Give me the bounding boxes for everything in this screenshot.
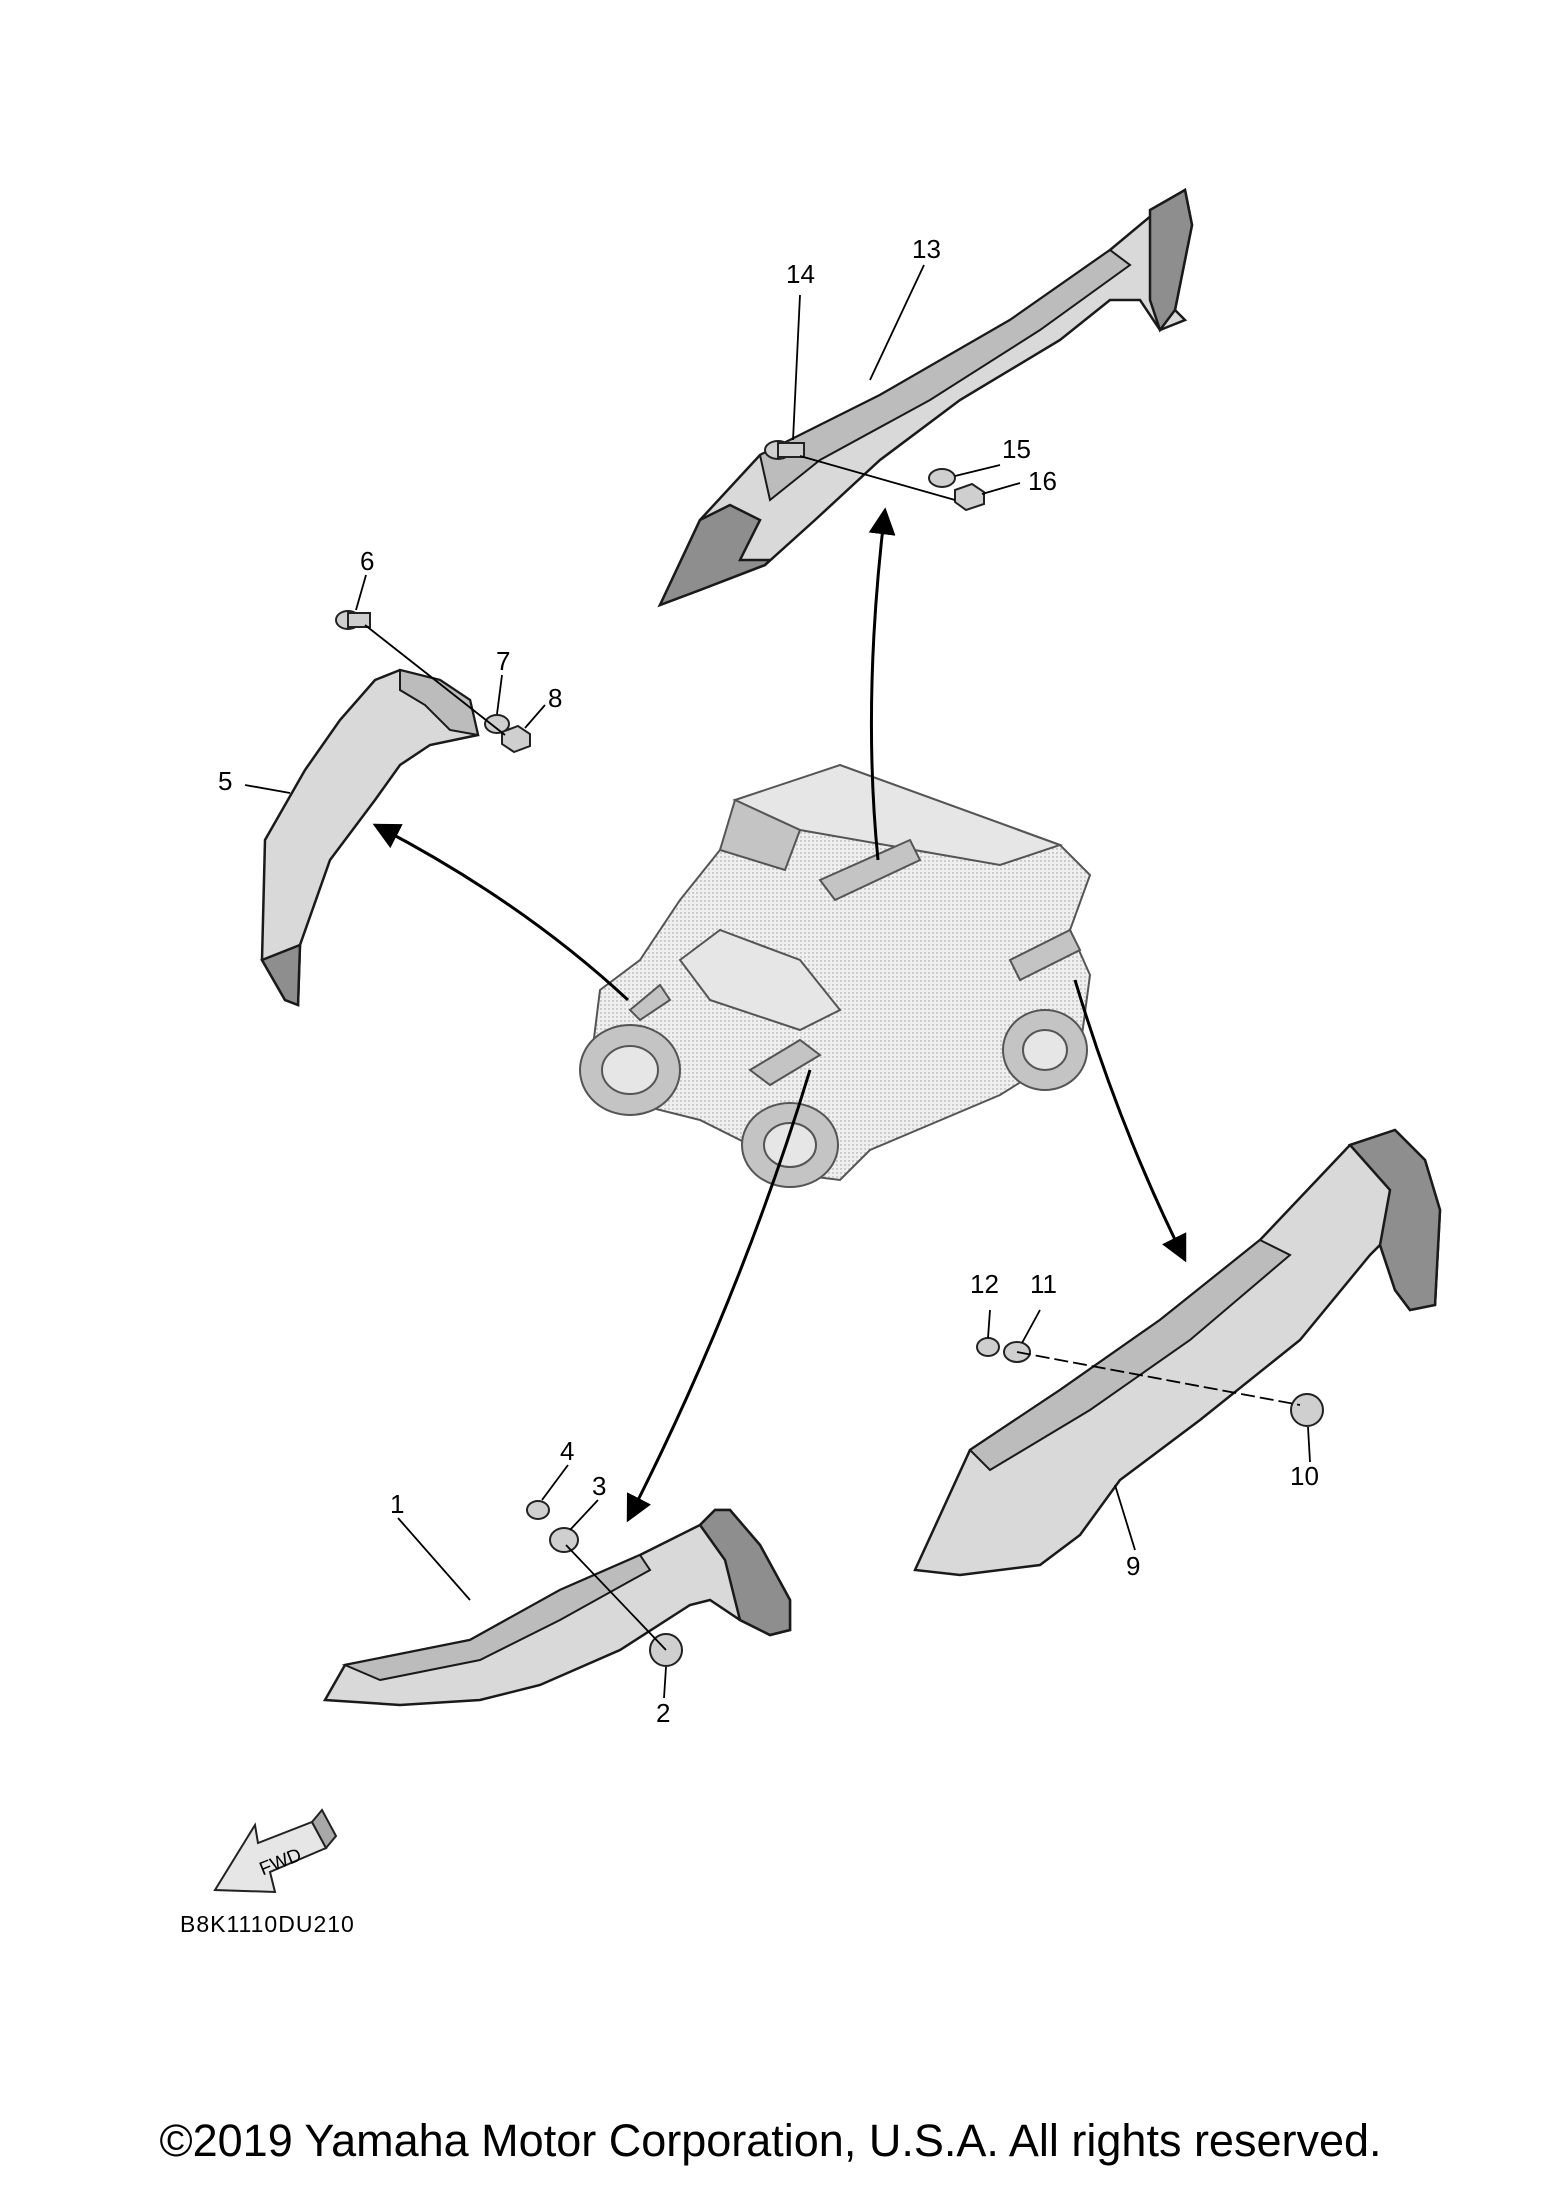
callout-5: 5 — [218, 766, 232, 796]
part-12-washer — [976, 1337, 1000, 1357]
part-15-washer — [928, 468, 956, 488]
part-5-front-fender-flare — [260, 668, 480, 1007]
callout-16: 16 — [1028, 466, 1057, 496]
callout-9: 9 — [1126, 1551, 1140, 1581]
fwd-arrow-icon: FWD — [213, 1808, 338, 1894]
callout-15: 15 — [1002, 434, 1031, 464]
part-13-rear-fender-flare — [657, 187, 1194, 608]
callout-4: 4 — [560, 1436, 574, 1466]
copyright-notice: ©2019 Yamaha Motor Corporation, U.S.A. A… — [159, 2115, 1382, 2166]
callout-7: 7 — [496, 646, 510, 676]
part-1-front-fender-flare — [322, 1508, 792, 1707]
part-9-rear-fender-flare — [913, 1128, 1442, 1577]
part-8-nut — [501, 724, 531, 754]
callout-6: 6 — [360, 546, 374, 576]
callout-8: 8 — [548, 683, 562, 713]
part-6-bolt — [335, 610, 371, 630]
callout-3: 3 — [592, 1471, 606, 1501]
callout-13: 13 — [912, 234, 941, 264]
part-7-washer — [484, 714, 510, 734]
part-4-washer — [526, 1500, 550, 1520]
diagram-code: B8K1110DU210 — [180, 1911, 355, 1937]
callout-1: 1 — [390, 1489, 404, 1519]
callout-10: 10 — [1290, 1461, 1319, 1491]
callout-12: 12 — [970, 1269, 999, 1299]
callout-2: 2 — [656, 1698, 670, 1728]
part-14-bolt — [764, 440, 805, 460]
part-16-nut — [954, 482, 985, 512]
part-3-grommet — [549, 1527, 579, 1553]
part-10-fastener-cap — [1290, 1393, 1324, 1427]
callout-11: 11 — [1030, 1269, 1057, 1299]
callout-14: 14 — [786, 259, 815, 289]
vehicle-overview — [579, 763, 1092, 1188]
